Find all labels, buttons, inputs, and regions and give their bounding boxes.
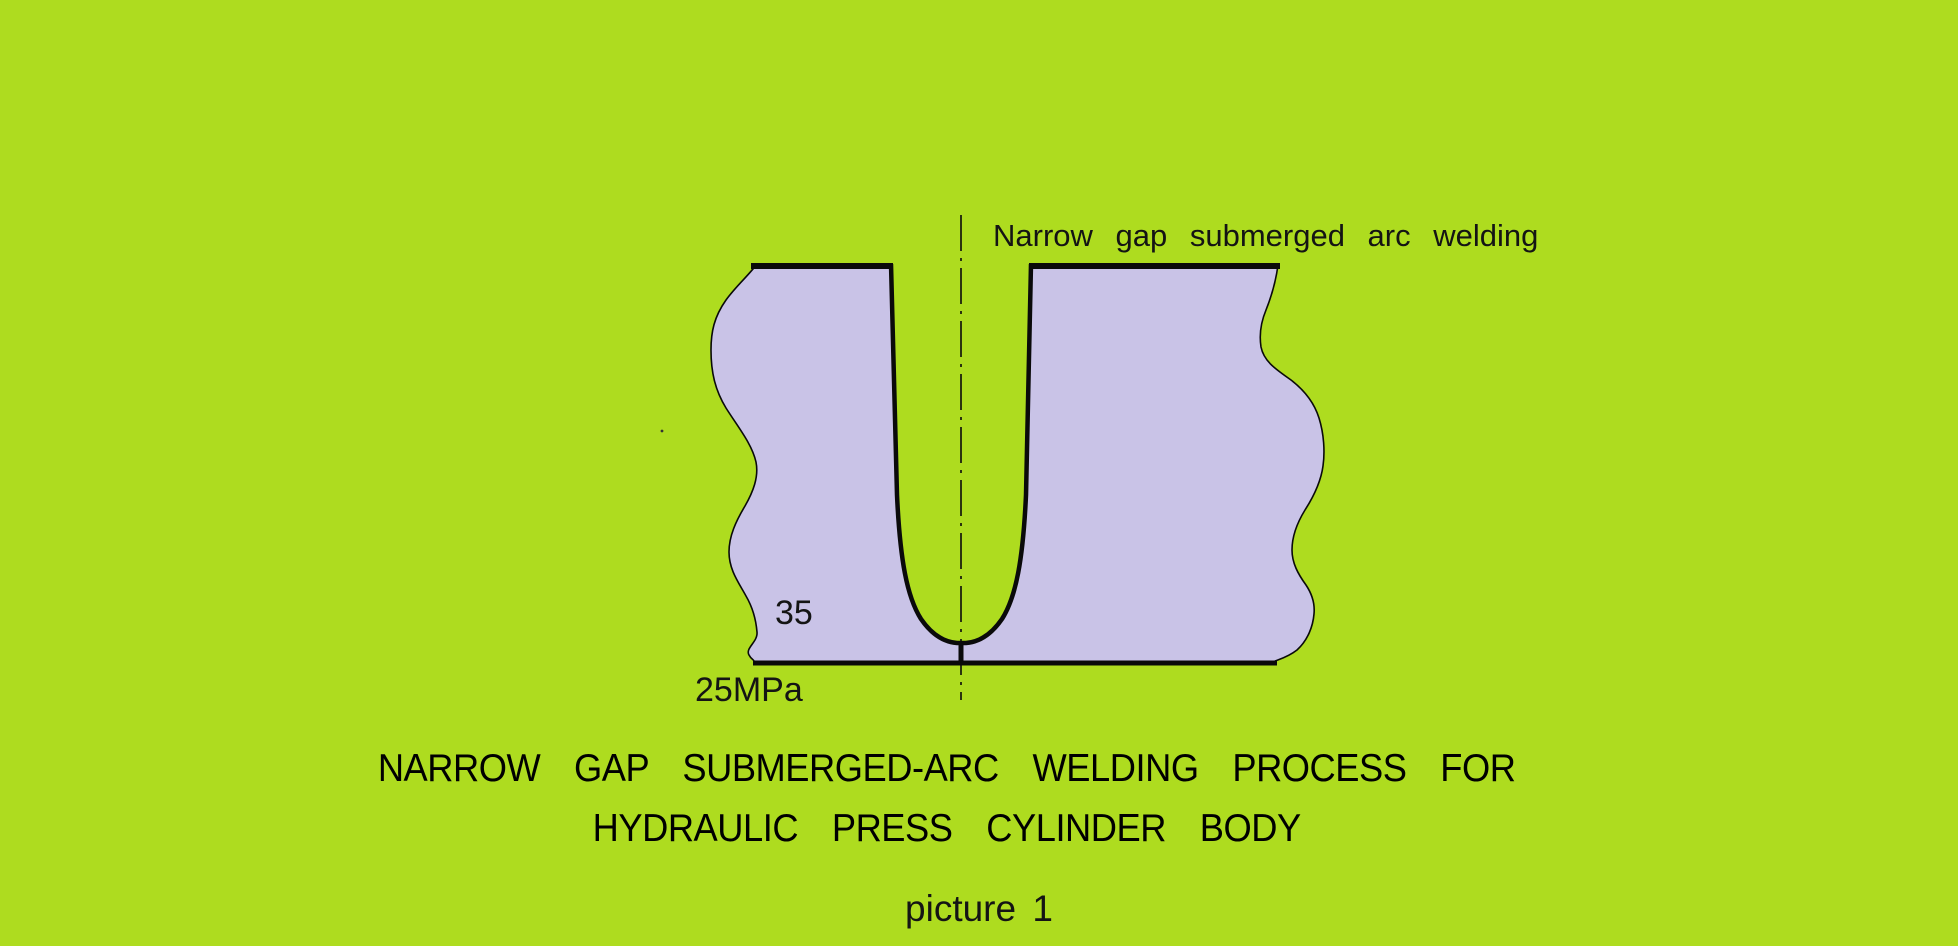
break-line-left [710,264,758,662]
thickness-label: 35 [775,594,813,632]
pressure-label: 25MPa [695,671,803,709]
picture-caption: picture 1 [905,888,1053,929]
stray-speck [660,429,664,433]
metal-cross-section [711,265,1324,662]
break-line-right [1259,264,1325,662]
groove-annotation: Narrow gap submerged arc welding [993,218,1539,253]
diagram-title: NARROW GAP SUBMERGED-ARC WELDING PROCESS… [0,739,1926,859]
title-line-1: NARROW GAP SUBMERGED-ARC WELDING PROCESS… [378,747,1516,790]
title-line-2: HYDRAULIC PRESS CYLINDER BODY [592,807,1302,850]
